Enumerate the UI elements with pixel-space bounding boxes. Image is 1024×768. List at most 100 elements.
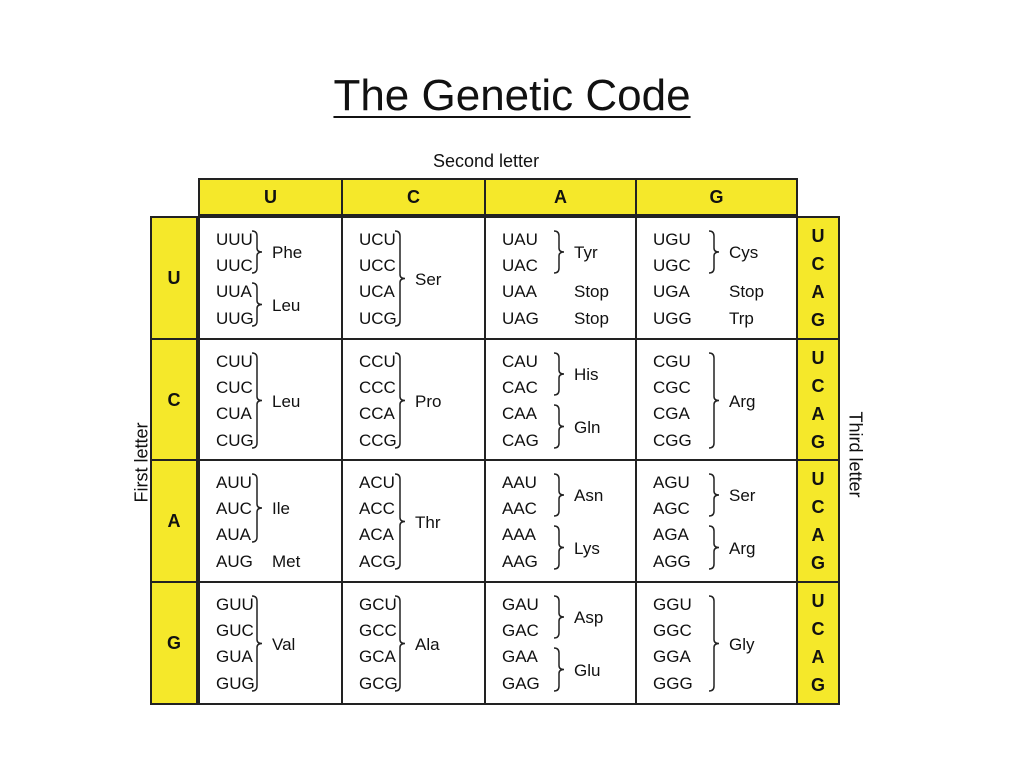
amino-acid-label: Stop (574, 309, 609, 328)
codon: CCA (359, 404, 395, 423)
codon: GGU (653, 595, 692, 614)
codon: UAC (502, 256, 538, 275)
codon: UGG (653, 309, 692, 328)
codon: ACC (359, 499, 395, 518)
codon: GUA (216, 647, 253, 666)
codon: GUU (216, 595, 254, 614)
amino-acid-label: Ser (415, 269, 442, 289)
amino-acid-label: Asn (574, 486, 604, 505)
codon: GCG (359, 674, 398, 693)
brace-icon (708, 595, 720, 692)
amino-acid-label: Cys (729, 243, 759, 262)
codon: GCU (359, 595, 397, 614)
amino-acid-label: Leu (272, 295, 301, 315)
amino-acid-label: Lys (574, 538, 600, 558)
amino-acid-label: Phe (272, 243, 303, 262)
second-letter-header: A (484, 178, 637, 216)
brace-icon (553, 404, 565, 449)
codon: AUU (216, 473, 252, 492)
codon: GCC (359, 621, 397, 640)
third-letter: C (811, 254, 825, 274)
brace-icon (553, 230, 565, 274)
codon: UUC (216, 256, 253, 275)
brace-icon (251, 352, 263, 449)
amino-acid-label: Trp (729, 309, 754, 328)
amino-acid-label: Pro (415, 391, 442, 411)
third-letter: G (810, 432, 825, 452)
codon: AAC (502, 499, 537, 518)
amino-acid-label: Arg (729, 391, 756, 411)
second-letter-label: Second letter (433, 151, 540, 171)
codon: ACG (359, 552, 396, 571)
third-letter: C (811, 376, 825, 396)
codon: UAA (502, 282, 537, 301)
brace-icon (251, 595, 263, 692)
first-letter-header: U (150, 216, 198, 340)
codon: CGU (653, 352, 691, 371)
codon: UUG (216, 309, 254, 328)
codon: AGC (653, 499, 690, 518)
codon: ACA (359, 525, 394, 544)
codon: GGC (653, 621, 692, 640)
codon: AGA (653, 525, 689, 544)
amino-acid-label: Asp (574, 608, 604, 627)
codon: CAA (502, 404, 537, 423)
codon: UGA (653, 282, 690, 301)
brace-icon (553, 473, 565, 517)
second-letter-header: U (198, 178, 343, 216)
codon: AUG (216, 552, 253, 571)
codon: AUC (216, 499, 252, 518)
amino-acid-label: Gly (729, 634, 755, 654)
codon: UAG (502, 309, 539, 328)
codon: CGG (653, 431, 692, 450)
brace-icon (553, 647, 565, 692)
amino-acid-label: Stop (729, 282, 764, 301)
codon: CUA (216, 404, 252, 423)
codon: CCU (359, 352, 396, 371)
codon: AGG (653, 552, 691, 571)
codon: CGC (653, 378, 691, 397)
codon: CUU (216, 352, 253, 371)
codon: UCG (359, 309, 397, 328)
third-letter: C (811, 497, 825, 517)
brace-icon (251, 473, 263, 543)
codon: UCA (359, 282, 395, 301)
codon: GAA (502, 647, 538, 666)
codon: GAC (502, 621, 539, 640)
brace-icon (708, 230, 720, 274)
codon: CCG (359, 431, 397, 450)
amino-acid-label: Gln (574, 417, 601, 437)
codon: AAU (502, 473, 537, 492)
amino-acid-label: Thr (415, 512, 441, 532)
codon: GGG (653, 674, 693, 693)
codon: GAG (502, 674, 540, 693)
third-letter: U (811, 469, 825, 489)
codon: GCA (359, 647, 396, 666)
codon: UGC (653, 256, 691, 275)
third-letter: A (811, 404, 825, 424)
codon: CUC (216, 378, 253, 397)
first-letter-header: G (150, 581, 198, 705)
codon: AUA (216, 525, 251, 544)
amino-acid-label: Glu (574, 660, 601, 680)
codon: CAG (502, 431, 539, 450)
third-letter: C (811, 619, 825, 639)
amino-acid-label: Arg (729, 538, 756, 558)
